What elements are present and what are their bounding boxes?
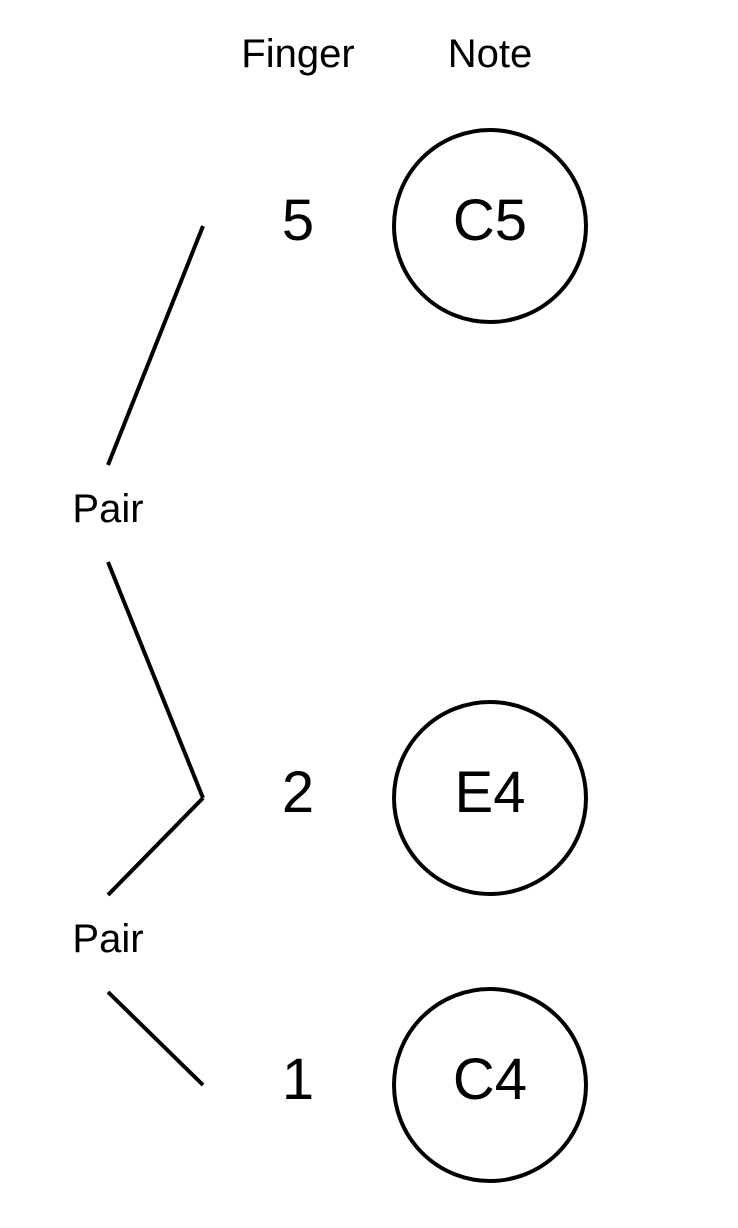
- note-circle: [392, 987, 588, 1183]
- pair-connector-line: [106, 796, 205, 897]
- pair-connector-line: [106, 225, 205, 466]
- finger-number: 2: [282, 760, 314, 825]
- finger-number: 1: [282, 1047, 314, 1112]
- pair-connector-line: [106, 990, 205, 1087]
- pair-label: Pair: [72, 487, 143, 531]
- note-circle: [392, 700, 588, 896]
- pair-connector-line: [106, 561, 205, 799]
- note-label: E4: [455, 760, 526, 825]
- note-label: C5: [453, 188, 527, 253]
- finger-number: 5: [282, 188, 314, 253]
- finger-column-header: Finger: [241, 32, 354, 76]
- note-column-header: Note: [448, 32, 533, 76]
- pair-label: Pair: [72, 917, 143, 961]
- note-label: C4: [453, 1047, 527, 1112]
- note-circle: [392, 128, 588, 324]
